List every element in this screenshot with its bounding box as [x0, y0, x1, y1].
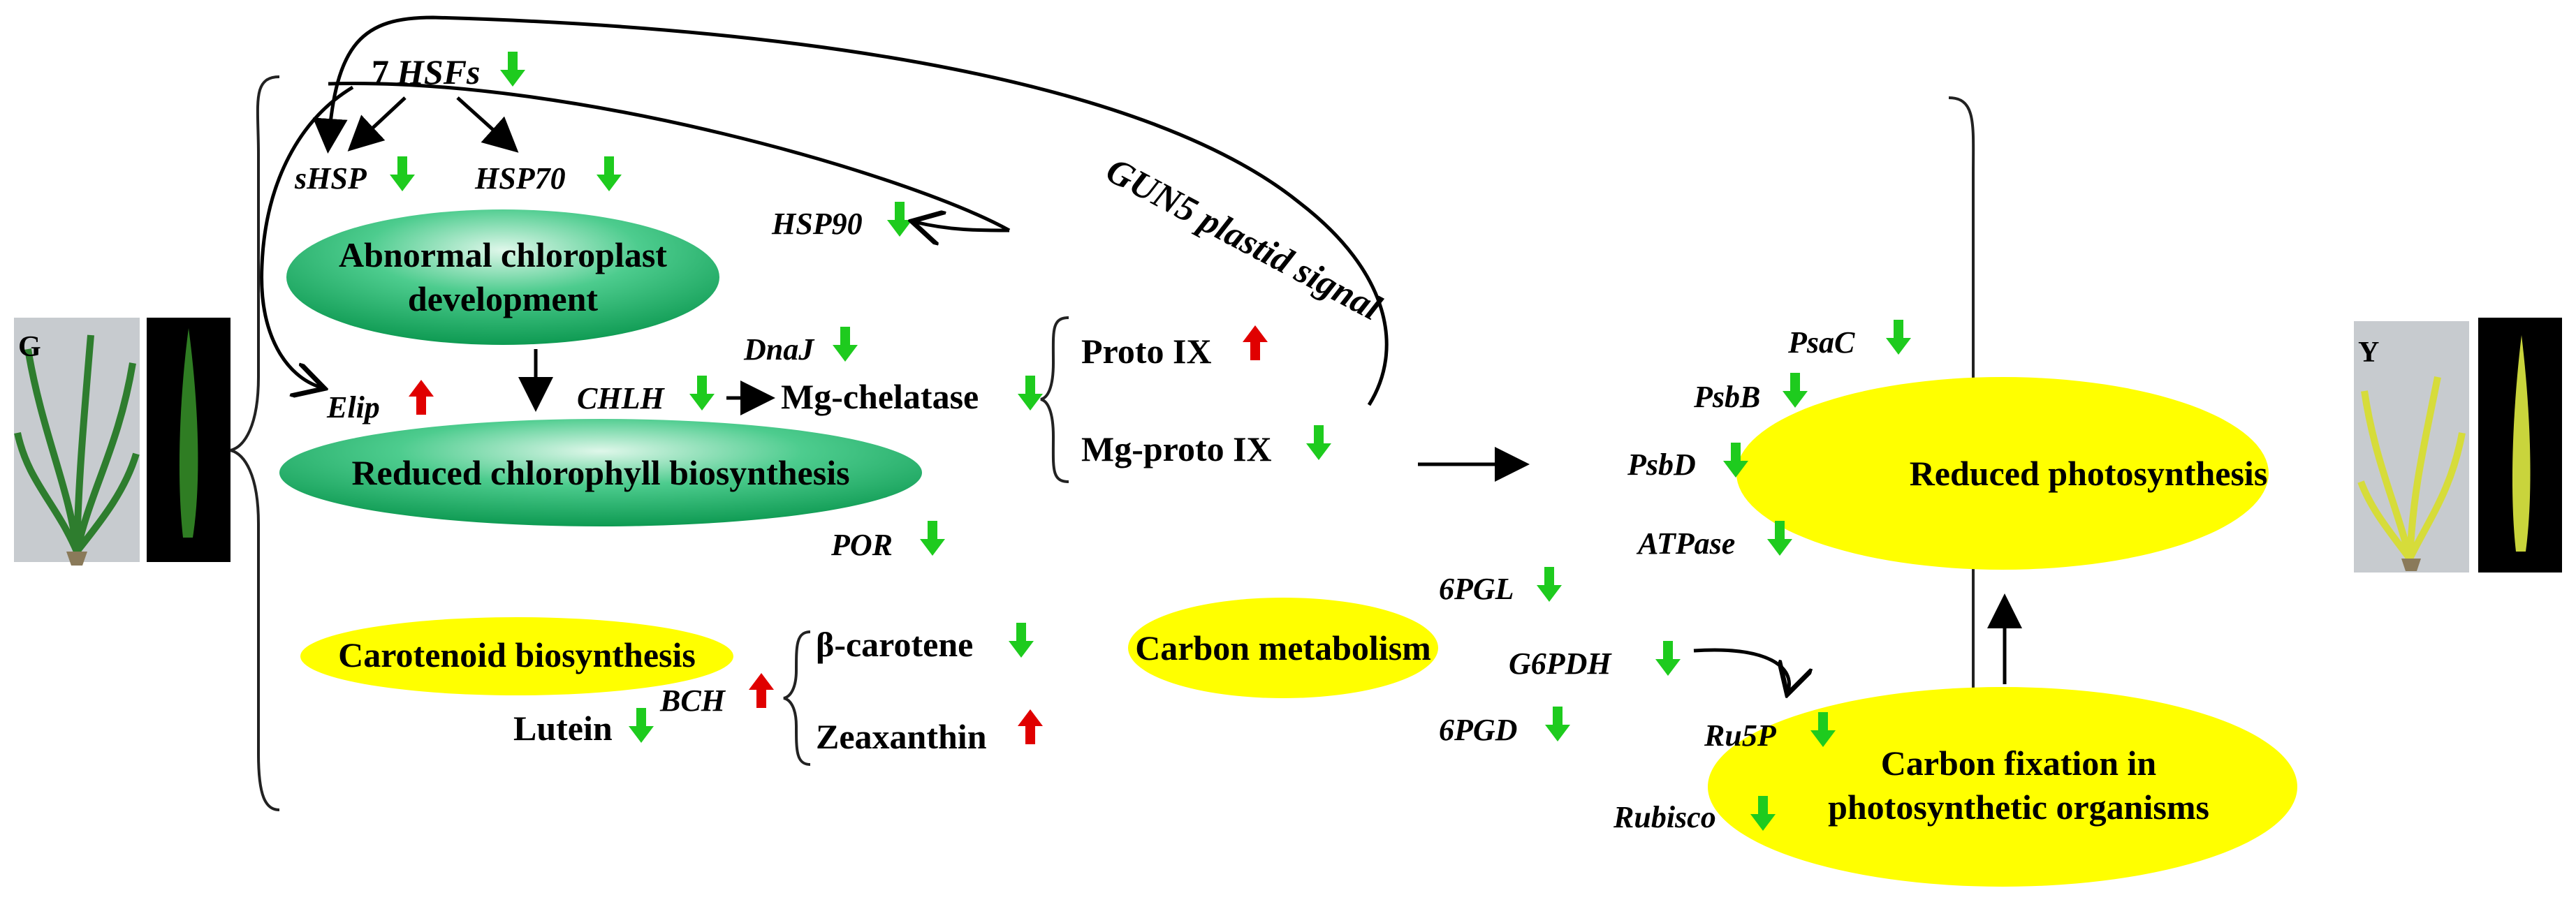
elip-label: Elip	[326, 390, 380, 424]
mg-proto-ix-down-arrow	[1306, 425, 1331, 460]
left-brace	[230, 75, 280, 811]
chelatase-branch-brace	[1040, 316, 1069, 483]
carbon-fixation-ellipse	[1708, 687, 2297, 887]
mg-chelatase-down-arrow	[1018, 376, 1043, 411]
hsfs-to-hsp70-arrow	[456, 96, 519, 153]
hsfs-down-arrow	[500, 52, 525, 87]
hsp90-label: HSP90	[771, 207, 863, 241]
6pgl-down-arrow	[1537, 567, 1562, 602]
gun5-signal-label: GUN5 plastid signal	[1099, 150, 1387, 328]
hsp70-label: HSP70	[474, 161, 566, 195]
hsp70-down-arrow	[597, 156, 622, 191]
6pgd-label: 6PGD	[1439, 713, 1517, 747]
shsp-down-arrow	[390, 156, 415, 191]
psac-label: PsaC	[1787, 325, 1855, 360]
carbon-fixation-label-1: Carbon fixation in	[1881, 744, 2157, 783]
dnaj-label: DnaJ	[743, 332, 815, 367]
abnormal-chloroplast-label-2: development	[408, 279, 599, 318]
g6pdh-to-ru5p-arrow	[1693, 648, 1789, 691]
beta-carotene-down-arrow	[1009, 623, 1034, 658]
carotenoid-ellipse	[300, 617, 733, 695]
psbb-label: PsbB	[1693, 380, 1760, 414]
dnaj-down-arrow	[833, 327, 858, 362]
por-label: POR	[830, 528, 893, 562]
g6pdh-down-arrow	[1655, 641, 1681, 676]
reduced-chlorophyll-ellipse	[279, 419, 922, 526]
carbon-fixation-label-2: photosynthetic organisms	[1828, 788, 2209, 827]
carbon-metabolism-ellipse	[1128, 598, 1438, 698]
bch-label: BCH	[659, 684, 726, 718]
signal-to-hsp90-curve	[328, 81, 1011, 232]
signal-to-hsp90-arrow	[915, 222, 1010, 230]
psac-down-arrow	[1886, 320, 1911, 355]
carotenoid-label: Carotenoid biosynthesis	[338, 635, 696, 674]
photo-yellow-panel: Y	[2354, 318, 2562, 572]
proto-ix-up-arrow	[1243, 325, 1268, 360]
chlh-down-arrow	[689, 376, 715, 411]
reduced-photosynthesis-ellipse	[1736, 377, 2269, 570]
psbd-label: PsbD	[1627, 448, 1696, 482]
rubisco-label: Rubisco	[1613, 800, 1716, 834]
psbb-down-arrow	[1783, 373, 1808, 408]
reduced-photosynthesis-label: Reduced photosynthesis	[1910, 454, 2268, 493]
hsfs-to-shsp-arrow	[347, 96, 407, 152]
ru5p-label: Ru5P	[1704, 718, 1777, 753]
reduced-chlorophyll-label: Reduced chlorophyll biosynthesis	[351, 453, 849, 492]
zeaxanthin-label: Zeaxanthin	[816, 717, 987, 756]
carotenoid-branch-brace	[783, 630, 811, 766]
proto-ix-label: Proto IX	[1081, 332, 1212, 371]
shsp-label: sHSP	[294, 161, 367, 195]
6pgd-down-arrow	[1545, 707, 1570, 741]
abnormal-chloroplast-label-1: Abnormal chloroplast	[339, 235, 667, 274]
hsp90-down-arrow	[887, 202, 912, 237]
panel-label-g: G	[18, 331, 41, 363]
hsfs-to-elip-arrow	[260, 85, 354, 387]
panel-label-y: Y	[2358, 337, 2379, 369]
mg-chelatase-label: Mg-chelatase	[781, 377, 979, 416]
abnormal-chloroplast-ellipse	[286, 209, 719, 345]
zeaxanthin-up-arrow	[1018, 709, 1043, 744]
por-down-arrow	[920, 521, 945, 556]
g6pdh-label: G6PDH	[1509, 647, 1612, 681]
mg-proto-ix-label: Mg-proto IX	[1081, 429, 1272, 468]
signal-loop-to-shsp	[312, 15, 1389, 406]
lutein-down-arrow	[629, 708, 654, 743]
lutein-label: Lutein	[513, 709, 613, 748]
carbon-metabolism-label: Carbon metabolism	[1135, 628, 1431, 667]
elip-up-arrow	[409, 380, 434, 415]
chlh-label: CHLH	[577, 381, 665, 415]
beta-carotene-label: β-carotene	[816, 625, 973, 664]
photo-green-panel: G	[14, 318, 230, 566]
bch-up-arrow	[749, 673, 774, 708]
6pgl-label: 6PGL	[1439, 572, 1514, 606]
atpase-label: ATPase	[1636, 526, 1735, 561]
